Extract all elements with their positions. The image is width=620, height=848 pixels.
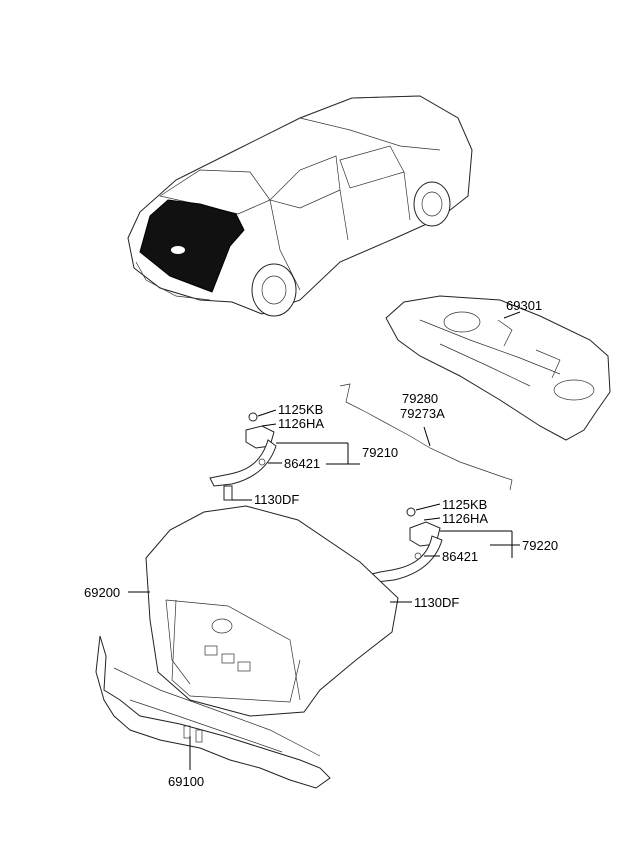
car-illustration (127, 95, 473, 317)
label-79210: 79210 (362, 445, 398, 460)
label-79273a: 79273A (400, 406, 445, 421)
hinge-left-part (209, 412, 277, 501)
label-1125kb-left: 1125KB (278, 402, 323, 417)
label-1126ha-left: 1126HA (278, 416, 324, 431)
label-1126ha-right: 1126HA (442, 511, 488, 526)
trunk-lid-part (145, 505, 399, 717)
label-79280: 79280 (402, 391, 438, 406)
label-79220: 79220 (522, 538, 558, 553)
label-1130df-left: 1130DF (254, 492, 299, 507)
label-69301: 69301 (506, 298, 542, 313)
label-86421-left: 86421 (284, 456, 320, 471)
back-panel-part (95, 635, 331, 789)
leader-lines (128, 311, 521, 770)
rear-shelf-part (385, 295, 611, 441)
release-cable-part (339, 383, 513, 491)
label-1125kb-right: 1125KB (442, 497, 487, 512)
label-86421-right: 86421 (442, 549, 478, 564)
label-1130df-right: 1130DF (414, 595, 459, 610)
label-69100: 69100 (168, 774, 204, 789)
part-labels: 69301 79280 79273A 1125KB 1126HA 79210 8… (84, 298, 558, 789)
label-69200: 69200 (84, 585, 120, 600)
